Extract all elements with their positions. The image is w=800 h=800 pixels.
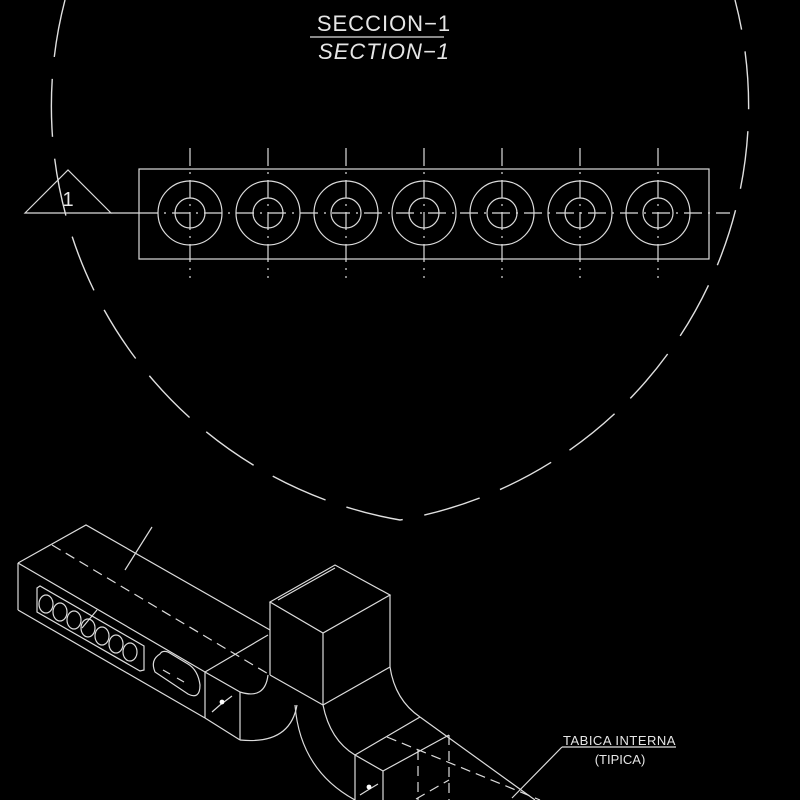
title-spanish: SECCION−1 bbox=[317, 11, 451, 36]
annotation-leader bbox=[511, 746, 563, 799]
isometric-duct-assembly bbox=[17, 524, 676, 800]
hole-1 bbox=[157, 148, 223, 278]
hole-2 bbox=[235, 148, 301, 278]
junction-cube bbox=[268, 564, 392, 634]
section-marker-label: 1 bbox=[62, 189, 73, 211]
hole-3 bbox=[313, 148, 379, 278]
hole-5 bbox=[469, 148, 535, 278]
perforated-plate bbox=[138, 148, 730, 278]
callout-leader-line bbox=[124, 526, 153, 571]
hole-6 bbox=[547, 148, 613, 278]
annotation: TABICA INTERNA (TIPICA) bbox=[563, 733, 676, 767]
section-marker: 1 bbox=[23, 169, 140, 214]
oval-slot bbox=[152, 650, 201, 697]
annotation-line1: TABICA INTERNA bbox=[563, 733, 676, 748]
annotation-line2: (TIPICA) bbox=[595, 752, 646, 767]
section-title: SECCION−1 SECTION−1 bbox=[310, 11, 451, 64]
panel-holes bbox=[38, 594, 138, 662]
title-english: SECTION−1 bbox=[318, 39, 450, 64]
hole-7 bbox=[625, 148, 691, 278]
connector-panel bbox=[36, 585, 145, 672]
hole-4 bbox=[391, 148, 457, 278]
detail-callout-circle bbox=[50, 0, 750, 521]
section-triangle-icon bbox=[23, 169, 113, 214]
